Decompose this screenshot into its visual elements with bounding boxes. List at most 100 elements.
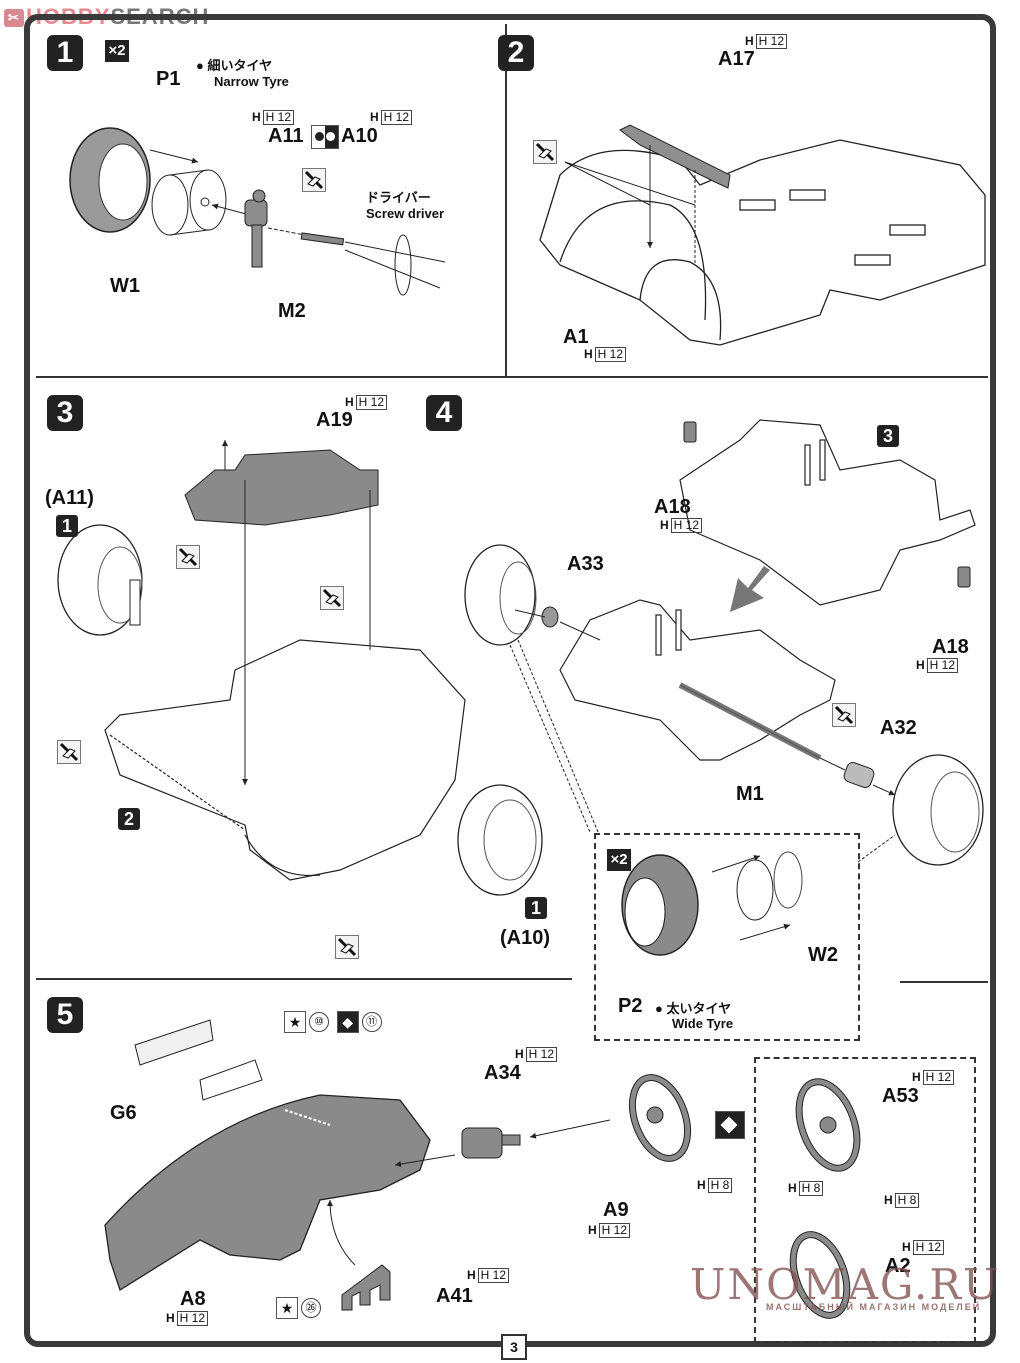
left-right-option-icon: [311, 125, 339, 149]
unomag-watermark: UNOMAG.RU: [690, 1260, 1001, 1309]
step-1-badge: 1: [47, 35, 83, 71]
option-arrow-icon: ◆: [336, 1011, 359, 1033]
part-label-a32: A32: [880, 717, 917, 739]
wide-tyre-p2-drawing: [621, 854, 699, 956]
screwdriver-drawing: [344, 234, 446, 296]
part-label-a1: A1: [563, 326, 589, 348]
part-label-a34: A34: [484, 1062, 521, 1084]
option-arrow-icon: [715, 1111, 745, 1139]
ref-label-a10: (A10): [500, 927, 551, 949]
section-divider: [36, 376, 988, 378]
wide-tyre-subassembly-box: [594, 833, 860, 1041]
color-code: H 12: [922, 1070, 955, 1085]
step-ref-2-badge: 2: [118, 808, 140, 830]
front-wheel-left-drawing: [57, 524, 143, 636]
chassis-a1-drawing: [539, 139, 986, 346]
section-divider: [36, 978, 572, 980]
part-label-p2: P2: [618, 995, 643, 1017]
tool-note-jp: ドライバー: [366, 190, 431, 205]
steering-column-a34-drawing: [461, 1127, 521, 1159]
step-ref-1-badge: 1: [525, 897, 547, 919]
part-label-a2: A2: [885, 1255, 911, 1277]
part-label-p1: P1: [156, 68, 181, 90]
tyre-note-en: Wide Tyre: [672, 1016, 734, 1031]
part-label-a17: A17: [718, 48, 755, 70]
color-code: H 12: [525, 1047, 558, 1062]
no-glue-icon: [832, 703, 856, 727]
direction-arrow-drawing: [730, 566, 770, 612]
decal-number: ㉖: [301, 1298, 321, 1318]
color-code: H 12: [670, 518, 703, 533]
spacer-a33-drawing: [541, 606, 559, 628]
color-code: H 12: [380, 110, 413, 125]
part-label-m1: M1: [736, 783, 764, 805]
quantity-x2-badge: ×2: [607, 849, 631, 871]
color-code: H 12: [477, 1268, 510, 1283]
section-divider: [900, 981, 988, 983]
decal-number: ⑩: [309, 1012, 329, 1032]
dashboard-a8-drawing: [104, 1094, 431, 1291]
front-wheel-right-drawing: [457, 784, 543, 896]
part-label-a10: A10: [341, 125, 378, 147]
wheel-w1-drawing: [151, 169, 227, 236]
steering-wheel-a2-drawing: [789, 1231, 851, 1319]
clear-part-g6-drawing: [134, 1019, 214, 1066]
step-ref-3-badge: 3: [877, 425, 899, 447]
part-label-g6: G6: [110, 1102, 137, 1124]
color-code: H 8: [894, 1193, 920, 1208]
color-code: H 12: [262, 110, 295, 125]
narrow-tyre-p1-drawing: [69, 127, 151, 233]
color-code: H 8: [798, 1181, 824, 1196]
decal-number: ⑪: [361, 1012, 382, 1032]
color-code: H 12: [926, 658, 959, 673]
spacer-a32-drawing: [843, 762, 875, 788]
chassis-plate-a19-drawing: [184, 449, 379, 526]
part-label-a18-lower: A18: [932, 636, 969, 658]
rear-wheel-right-drawing: [892, 754, 984, 866]
step-4-badge: 4: [426, 395, 462, 431]
tyre-note-en: Narrow Tyre: [214, 74, 289, 89]
steering-wheel-option-box: [754, 1057, 976, 1343]
color-code: H 12: [594, 347, 627, 362]
step-3-badge: 3: [47, 395, 83, 431]
tyre-note-jp: ● 細いタイヤ: [196, 58, 273, 73]
chassis-assembly-step4-top-drawing: [679, 419, 976, 606]
quantity-x2-badge: ×2: [105, 40, 129, 62]
bracket-a18-upper-drawing: [683, 421, 697, 443]
decal-callout-26: ★㉖: [276, 1297, 321, 1319]
knuckle-a11-drawing: [244, 189, 268, 268]
brace-a17-drawing: [619, 124, 731, 189]
steering-wheel-a53-drawing: [795, 1078, 861, 1172]
part-label-a33: A33: [567, 553, 604, 575]
part-label-a53: A53: [882, 1085, 919, 1107]
page-number: 3: [501, 1334, 527, 1360]
part-label-a11: A11: [268, 125, 304, 147]
rear-wheel-left-drawing: [464, 544, 537, 646]
tyre-note-jp: ● 太いタイヤ: [655, 1001, 732, 1016]
part-label-w1: W1: [110, 275, 140, 297]
part-label-w2: W2: [808, 944, 838, 966]
bracket-a18-lower-drawing: [957, 566, 971, 588]
part-label-m2: M2: [278, 300, 306, 322]
unomag-tagline: МАСШТАБНЫЙ МАГАЗИН МОДЕЛЕЙ: [766, 1302, 982, 1312]
no-glue-icon: [320, 586, 344, 610]
step-2-badge: 2: [498, 35, 534, 71]
no-glue-icon: [533, 140, 557, 164]
ref-label-a11: (A11): [45, 487, 94, 509]
no-glue-icon: [57, 740, 81, 764]
decal-sheet-drawing: [199, 1059, 263, 1101]
color-code: H 12: [598, 1223, 631, 1238]
